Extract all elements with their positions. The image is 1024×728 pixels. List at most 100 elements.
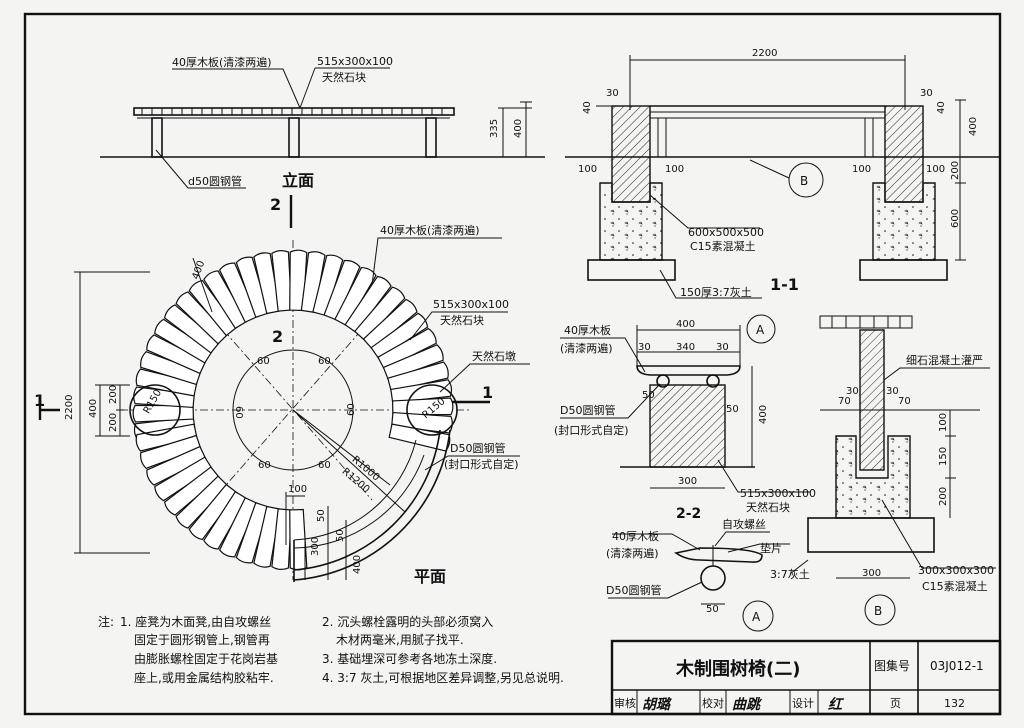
tb-atlas-no: 03J012-1	[930, 659, 984, 673]
s22-dim-50-a: 50	[642, 390, 655, 401]
tb-sign-design: 红	[828, 696, 845, 713]
title-block: 木制围树椅(二) 图集号 03J012-1 审核 胡璐 校对 曲跳 设计 红 页…	[610, 639, 1002, 716]
seat-board	[218, 262, 259, 323]
db-dim-30-b: 30	[886, 386, 899, 397]
tb-sign-check: 曲跳	[732, 696, 763, 713]
seat-board	[146, 445, 207, 486]
tb-sign-review: 胡璐	[642, 696, 672, 713]
da-callout: A	[752, 610, 761, 624]
tb-review: 审核	[614, 696, 636, 710]
plan-angle-5: 60	[258, 460, 271, 471]
plan-dim-400-bottom: 400	[352, 555, 363, 574]
s22-dim-30-a: 30	[638, 342, 651, 353]
db-dim-100: 100	[938, 413, 949, 432]
seat-board	[175, 291, 229, 345]
s22-dim-30-b: 30	[716, 342, 729, 353]
plan-cut-2-mid: 2	[272, 327, 283, 346]
seat-board	[289, 249, 308, 312]
s22-dim-400-v: 400	[758, 405, 769, 424]
plan-dim-50: 50	[316, 509, 327, 522]
note-2-l2: 木材两毫米,用腻子找平.	[336, 632, 464, 647]
seat-board	[188, 483, 238, 541]
seat-board	[188, 279, 238, 337]
section-2-2: 400 30 340 30 50 50 400 300 A 40厚木板 (清漆两…	[554, 314, 816, 522]
s11-label-block: C15素混凝土	[690, 239, 756, 253]
db-label-block-size: 300x300x300	[918, 564, 994, 577]
plan-label-stone: 天然石块	[440, 313, 484, 327]
seat-board	[140, 350, 202, 386]
plan-label-pipe: D50圆钢管	[450, 441, 505, 455]
db-callout: B	[874, 604, 882, 618]
plan-ring-bottom	[135, 423, 308, 571]
sheet-border	[23, 12, 1002, 716]
seat-board	[175, 475, 229, 529]
seat-board	[323, 259, 361, 321]
seat-board	[377, 327, 437, 370]
tb-check: 校对	[702, 696, 724, 710]
plan-title: 平面	[414, 567, 446, 586]
da-dim-50: 50	[706, 604, 719, 615]
plan-angle-1: 60	[257, 356, 270, 367]
plan-label-stone-size: 515x300x100	[433, 298, 509, 311]
plan-angle-4: 60	[346, 403, 357, 416]
s11-dim-100-b: 100	[665, 164, 684, 175]
seat-board	[271, 508, 293, 570]
plan-dim-50b: 50	[335, 529, 346, 542]
seat-board	[154, 318, 213, 364]
s11-dim-100-a: 100	[578, 164, 597, 175]
elevation-view: 335 400 40厚木板(清漆两遍) 515x300x100 天然石块 d50…	[100, 55, 545, 190]
s11-dim-30-right: 30	[920, 88, 933, 99]
seat-board	[146, 334, 207, 375]
seat-board	[154, 456, 213, 502]
db-label-fill: 细石混凝土灌严	[906, 353, 983, 367]
plan-angle-2: 60	[318, 356, 331, 367]
s11-label-base: 150厚3:7灰土	[680, 285, 752, 299]
s11-dim-400: 400	[968, 117, 979, 136]
s22-label-stone: 天然石块	[746, 500, 790, 514]
s22-title: 2-2	[676, 506, 701, 522]
s22-dim-300: 300	[678, 476, 697, 487]
note-1-l3: 由膨胀螺栓固定于花岗岩基	[134, 651, 278, 666]
s22-label-pipe2: (封口形式自定)	[554, 423, 629, 437]
da-label-board: 40厚木板	[612, 529, 659, 543]
s22-label-stone-size: 515x300x100	[740, 487, 816, 500]
db-label-soil: 3:7灰土	[770, 567, 810, 581]
s11-dim-100-c: 100	[852, 164, 871, 175]
seat-board	[387, 361, 449, 392]
tb-title: 木制围树椅(二)	[675, 658, 800, 680]
plan-dim-300: 300	[310, 537, 321, 556]
s22-label-board2: (清漆两遍)	[560, 342, 613, 355]
detail-b: 30 30 70 70 100 150 200 300 细石混凝土灌严 3:7灰…	[770, 315, 996, 626]
plan-pier-right	[406, 384, 458, 436]
plan-ring-top	[132, 249, 454, 452]
seat-board	[334, 266, 377, 327]
tb-page-label: 页	[890, 697, 901, 710]
da-label-board2: (清漆两遍)	[606, 547, 659, 560]
s22-callout-a: A	[756, 323, 765, 337]
plan-label-pier: 天然石墩	[472, 349, 516, 363]
plan-label-board: 40厚木板(清漆两遍)	[380, 223, 480, 237]
db-label-block: C15素混凝土	[922, 579, 988, 593]
elev-label-stone-size: 515x300x100	[317, 55, 393, 68]
s11-dim-40-left: 40	[582, 101, 593, 114]
s11-callout-b: B	[800, 174, 808, 188]
plan-label-pipe-end: (封口形式自定)	[444, 457, 519, 471]
notes: 注: 1. 座凳为木面凳,由自攻螺丝 固定于圆形钢管上,钢管再 由膨胀螺栓固定于…	[98, 614, 564, 685]
da-label-screw: 自攻螺丝	[722, 517, 766, 531]
seat-board	[203, 490, 248, 550]
plan-cut-1-left: 1	[34, 391, 45, 410]
seat-board	[370, 312, 429, 360]
s22-dim-50-b: 50	[726, 404, 739, 415]
seat-board	[140, 434, 202, 470]
s11-dim-2200: 2200	[752, 48, 777, 59]
seat-board	[163, 466, 221, 516]
seat-board	[253, 505, 281, 568]
s11-label-block-size: 600x500x500	[688, 226, 764, 239]
seat-board	[271, 250, 293, 312]
plan-cut-1-right: 1	[482, 383, 493, 402]
detail-a: 40厚木板 (清漆两遍) 自攻螺丝 垫片 D50圆钢管 50 A	[606, 517, 790, 632]
plan-dim-200-left2: 200	[108, 413, 119, 432]
seat-board	[362, 298, 418, 351]
seat-board	[312, 254, 344, 317]
s22-label-pipe: D50圆钢管	[560, 403, 615, 417]
